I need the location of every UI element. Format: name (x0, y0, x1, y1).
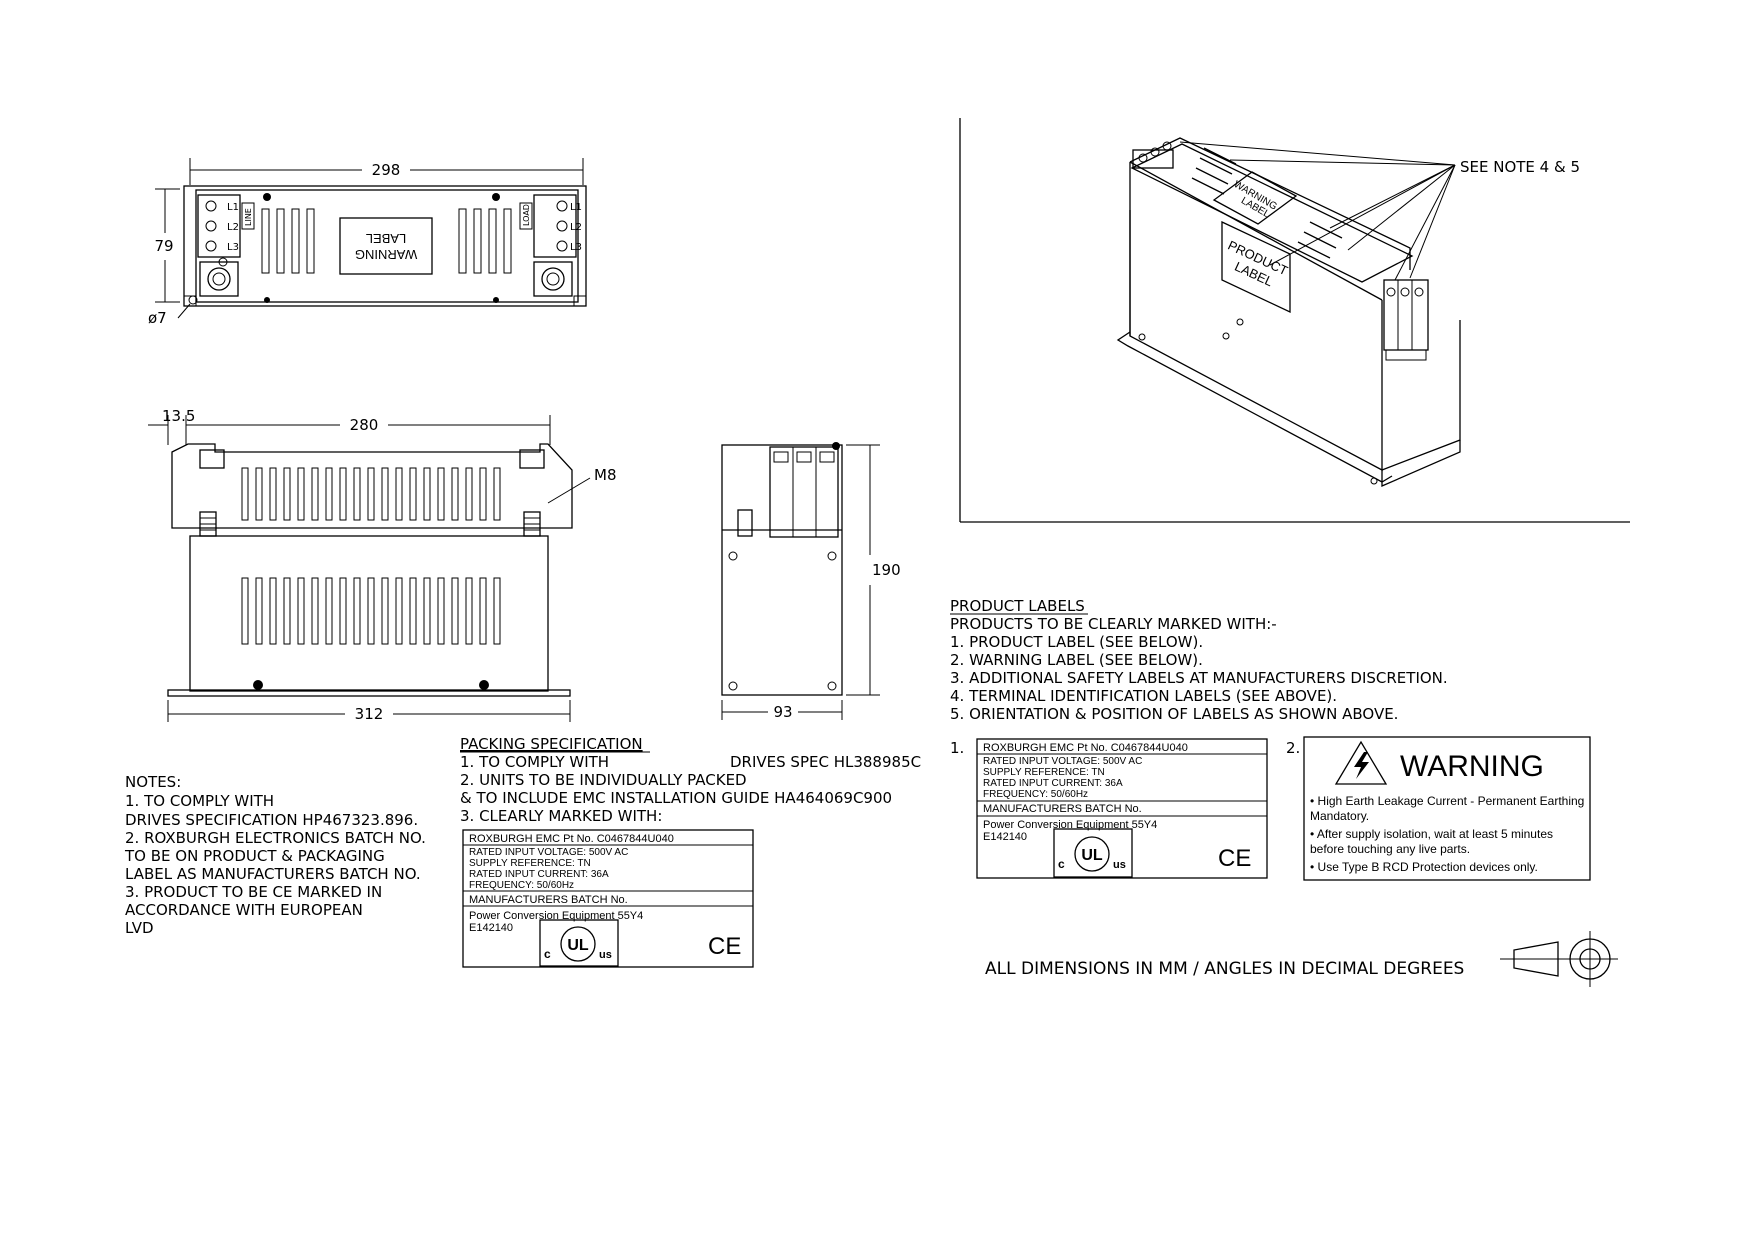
warning-bullet-2b: before touching any live parts. (1310, 842, 1470, 856)
packing-line-1b: DRIVES SPEC HL388985C (730, 753, 921, 771)
pk-supply: SUPPLY REFERENCE: TN (469, 858, 591, 869)
product-labels-title: PRODUCT LABELS (950, 597, 1085, 615)
product-labels-line-4: 3. ADDITIONAL SAFETY LABELS AT MANUFACTU… (950, 669, 1448, 687)
pr-supply: SUPPLY REFERENCE: TN (983, 767, 1105, 778)
notes-line-8: LVD (125, 919, 154, 937)
top-warning-label-line2: LABEL (366, 231, 406, 246)
pk-part-no: ROXBURGH EMC Pt No. C0467844U040 (469, 833, 674, 845)
warning-title: WARNING (1400, 750, 1544, 783)
pr-voltage: RATED INPUT VOLTAGE: 500V AC (983, 756, 1142, 767)
product-labels-line-1: PRODUCTS TO BE CLEARLY MARKED WITH:- (950, 615, 1277, 633)
pr-current: RATED INPUT CURRENT: 36A (983, 778, 1123, 789)
load-tag: LOAD (522, 204, 531, 226)
pr-ul-us: us (1113, 859, 1126, 871)
pr-ul-box (1053, 828, 1133, 878)
pk-ul-icon (560, 926, 596, 962)
top-warning-label-line1: WARNING (355, 247, 417, 262)
warning-bullet-2: • After supply isolation, wait at least … (1310, 827, 1553, 841)
warning-bullet-3: • Use Type B RCD Protection devices only… (1310, 860, 1538, 874)
see-note-text: SEE NOTE 4 & 5 (1460, 158, 1580, 176)
front-lower-slots (241, 577, 501, 645)
front-upper-slots (241, 467, 501, 521)
product-rating-label: ROXBURGH EMC Pt No. C0467844U040 RATED I… (976, 738, 1268, 879)
hazard-triangle-icon (1334, 740, 1388, 785)
front-view: 13.5 280 (148, 407, 617, 723)
top-warning-label-box (339, 217, 433, 275)
pr-ce-mark: CE (1218, 845, 1251, 872)
pk-ul-mark: UL (567, 937, 589, 954)
footer: ALL DIMENSIONS IN MM / ANGLES IN DECIMAL… (985, 931, 1618, 987)
pk-ul-c: c (544, 947, 551, 961)
packing-title: PACKING SPECIFICATION (460, 735, 643, 753)
pk-frequency: FREQUENCY: 50/60Hz (469, 880, 574, 891)
dim-79: 79 (154, 237, 173, 255)
lightning-icon (1354, 752, 1369, 779)
dim-93: 93 (773, 703, 792, 721)
warning-label: WARNING • High Earth Leakage Current - P… (1303, 736, 1591, 881)
product-label-num-2: 2. (1286, 739, 1300, 757)
notes-line-1: 1. TO COMPLY WITH (125, 792, 274, 810)
pr-ul-icon (1074, 836, 1110, 872)
terminal-l2-right: L2 (570, 222, 582, 233)
pk-ce-mark: CE (708, 933, 741, 960)
pr-part-no: ROXBURGH EMC Pt No. C0467844U040 (983, 742, 1188, 754)
notes-line-7: ACCORDANCE WITH EUROPEAN (125, 901, 363, 919)
notes-title: NOTES: (125, 773, 181, 791)
pr-batch: MANUFACTURERS BATCH No. (983, 803, 1142, 815)
warning-bullet-1: • High Earth Leakage Current - Permanent… (1310, 794, 1584, 808)
terminal-l3-right: L3 (570, 242, 582, 253)
dim-13-5: 13.5 (162, 407, 195, 425)
isometric-view: WARNING LABEL PRODUCT LABEL (959, 118, 1630, 523)
terminal-l1-left: L1 (227, 202, 239, 213)
pk-file-no: E142140 (469, 922, 513, 934)
pk-equipment: Power Conversion Equipment 55Y4 (469, 910, 643, 922)
dim-hole-dia: ø7 (148, 309, 167, 327)
packing-line-3: & TO INCLUDE EMC INSTALLATION GUIDE HA46… (460, 789, 892, 807)
dim-280: 280 (350, 416, 379, 434)
packing-specification: PACKING SPECIFICATION 1. TO COMPLY WITH … (460, 735, 921, 825)
dimensions-note: ALL DIMENSIONS IN MM / ANGLES IN DECIMAL… (985, 959, 1464, 979)
notes-line-6: 3. PRODUCT TO BE CE MARKED IN (125, 883, 382, 901)
packing-line-2: 2. UNITS TO BE INDIVIDUALLY PACKED (460, 771, 747, 789)
notes-line-4: TO BE ON PRODUCT & PACKAGING (124, 847, 385, 865)
terminal-l3-left: L3 (227, 242, 239, 253)
pk-batch: MANUFACTURERS BATCH No. (469, 894, 628, 906)
pk-ul-box (539, 919, 619, 967)
product-labels-line-3: 2. WARNING LABEL (SEE BELOW). (950, 651, 1203, 669)
pr-ul-c: c (1058, 857, 1065, 871)
vent-slots-right (458, 208, 512, 274)
packing-line-1a: 1. TO COMPLY WITH (460, 753, 609, 771)
product-labels-line-2: 1. PRODUCT LABEL (SEE BELOW). (950, 633, 1203, 651)
packing-line-4: 3. CLEARLY MARKED WITH: (460, 807, 662, 825)
terminal-l1-right: L1 (570, 202, 582, 213)
top-view: 298 79 L1 L2 L3 LINE L1 L2 L3 LOAD (148, 158, 587, 327)
pr-frequency: FREQUENCY: 50/60Hz (983, 789, 1088, 800)
pk-current: RATED INPUT CURRENT: 36A (469, 869, 609, 880)
notes-block: NOTES: 1. TO COMPLY WITH DRIVES SPECIFIC… (124, 773, 426, 937)
notes-line-5: LABEL AS MANUFACTURERS BATCH NO. (125, 865, 421, 883)
product-label-num-1: 1. (950, 739, 964, 757)
terminal-l2-left: L2 (227, 222, 239, 233)
packing-rating-label: ROXBURGH EMC Pt No. C0467844U040 RATED I… (462, 829, 754, 968)
vent-slots-left (261, 208, 315, 274)
pr-ul-mark: UL (1081, 847, 1103, 864)
notes-line-3: 2. ROXBURGH ELECTRONICS BATCH NO. (125, 829, 426, 847)
dim-m8: M8 (594, 466, 617, 484)
warning-bullet-1b: Mandatory. (1310, 809, 1369, 823)
line-tag: LINE (244, 208, 253, 226)
pk-voltage: RATED INPUT VOLTAGE: 500V AC (469, 847, 628, 858)
side-view: 190 93 (721, 442, 901, 721)
projection-symbol-icon (1500, 931, 1618, 987)
pr-file-no: E142140 (983, 831, 1027, 843)
product-labels-block: PRODUCT LABELS PRODUCTS TO BE CLEARLY MA… (950, 597, 1448, 757)
dim-298: 298 (372, 161, 401, 179)
dim-190: 190 (872, 561, 901, 579)
pr-equipment: Power Conversion Equipment 55Y4 (983, 819, 1157, 831)
product-labels-line-6: 5. ORIENTATION & POSITION OF LABELS AS S… (950, 705, 1398, 723)
product-labels-line-5: 4. TERMINAL IDENTIFICATION LABELS (SEE A… (950, 687, 1337, 705)
dim-312: 312 (355, 705, 384, 723)
notes-line-2: DRIVES SPECIFICATION HP467323.896. (125, 811, 418, 829)
pk-ul-us: us (599, 949, 612, 961)
